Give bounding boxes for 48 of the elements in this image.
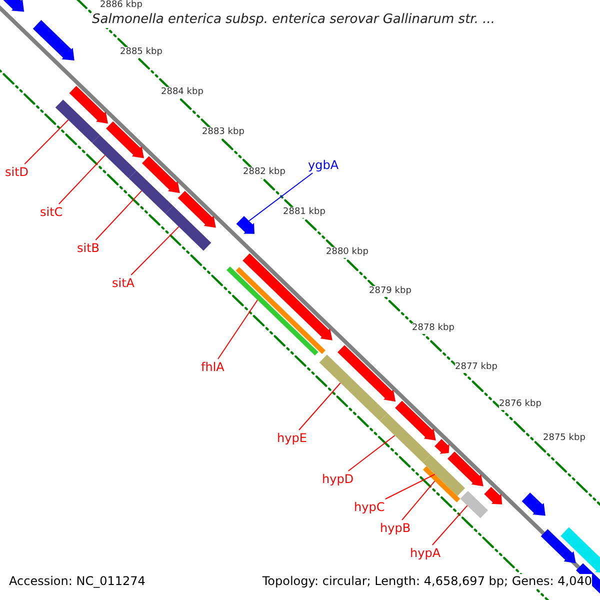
- gene-label: ygbA: [308, 158, 339, 172]
- gene-bar: [92, 135, 136, 178]
- scale-label: 2875 kbp: [543, 433, 586, 444]
- footer-text: Accession: NC_011274: [9, 574, 146, 589]
- leader-line: [248, 172, 314, 222]
- scale-label: 2881 kbp: [283, 207, 326, 218]
- gene-label: hypD: [322, 472, 354, 486]
- leader-line: [130, 226, 180, 276]
- scale-label: 2879 kbp: [369, 286, 412, 297]
- gene-bar: [226, 266, 318, 356]
- gene-label: hypA: [410, 546, 441, 560]
- scale-label: 2878 kbp: [412, 323, 454, 334]
- gene-bar: [55, 100, 100, 143]
- gene-label: fhlA: [201, 360, 224, 374]
- gene-bar: [422, 454, 465, 496]
- gene-bar: [423, 466, 460, 502]
- scale-label: 2885 kbp: [120, 47, 162, 58]
- gene-label: hypB: [380, 521, 411, 535]
- gene-bar: [165, 206, 212, 251]
- leader-line: [348, 435, 396, 472]
- gene-feature: [236, 216, 254, 234]
- leader-line: [24, 119, 69, 164]
- gene-label: hypC: [354, 500, 385, 514]
- gene-bar: [128, 170, 174, 214]
- scale-label: 2876 kbp: [499, 399, 542, 410]
- leader-line: [402, 480, 436, 520]
- leader-line: [432, 505, 468, 546]
- gene-bar: [319, 354, 388, 421]
- leader-line: [95, 190, 142, 240]
- footer-text: Topology: circular; Length: 4,658,697 bp; Genes: 4,040: [262, 574, 592, 589]
- scale-label: 2884 kbp: [161, 87, 204, 98]
- gene-label: sitC: [40, 205, 63, 219]
- leader-line: [298, 382, 341, 430]
- genome-title: Salmonella enterica subsp. enterica serovar Gallinarum str. ...: [92, 12, 495, 28]
- gene-bar: [460, 490, 488, 518]
- leader-line: [218, 300, 258, 360]
- leader-line: [58, 154, 106, 204]
- gene-bar: [380, 413, 430, 463]
- scale-label: 2877 kbp: [455, 362, 498, 373]
- leader-line: [384, 474, 436, 500]
- scale-label: 2882 kbp: [243, 167, 286, 178]
- scale-label: 2886 kbp: [100, 0, 142, 11]
- gene-label: sitB: [77, 241, 100, 255]
- scale-label: 2883 kbp: [202, 127, 244, 138]
- scale-label: 2880 kbp: [326, 247, 368, 258]
- gene-label: hypE: [277, 431, 307, 445]
- gene-label: sitA: [112, 276, 134, 290]
- gene-label: sitD: [5, 165, 29, 179]
